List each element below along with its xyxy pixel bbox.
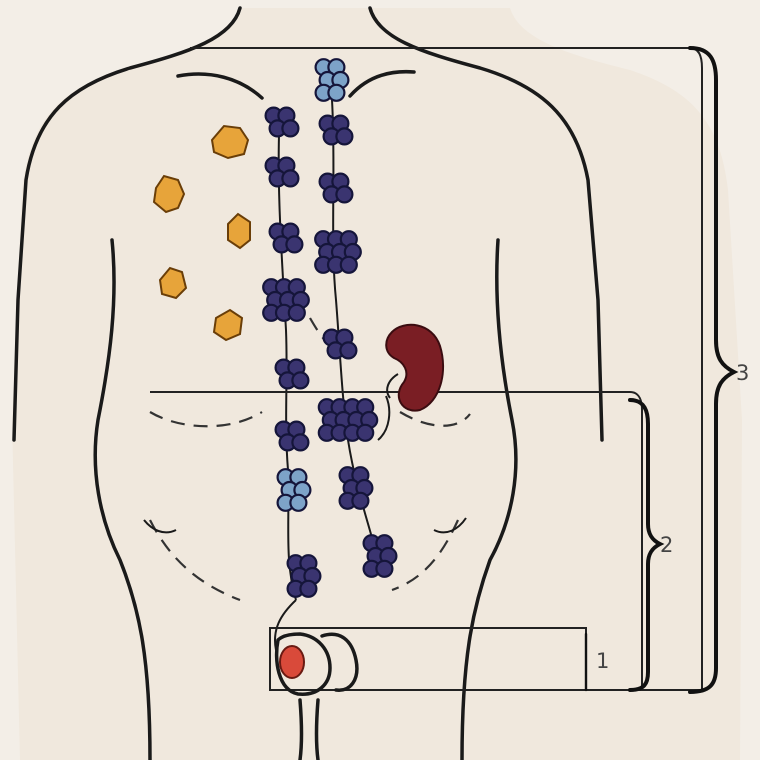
lymph-node-icon: [300, 581, 316, 597]
lymph-node-cluster: [320, 116, 353, 145]
lymph-node-icon: [352, 493, 368, 509]
lymph-node-cluster: [364, 535, 397, 577]
lymph-node-cluster: [278, 469, 311, 511]
lymph-node-icon: [376, 561, 392, 577]
lymph-node-cluster: [320, 174, 353, 203]
lymph-node-cluster: [266, 158, 299, 187]
lymph-node-icon: [289, 305, 305, 321]
lymph-node-icon: [292, 434, 308, 450]
lymph-node-cluster: [270, 224, 303, 253]
lymph-node-cluster: [276, 422, 309, 451]
lymph-node-cluster: [319, 399, 377, 441]
lymph-node-cluster: [340, 467, 373, 509]
lymph-node-icon: [292, 372, 308, 388]
lymph-node-icon: [286, 236, 302, 252]
lymph-node-cluster: [288, 555, 321, 597]
lymph-node-icon: [282, 170, 298, 186]
region-3-label: 3: [736, 361, 749, 385]
lymph-node-icon: [357, 425, 373, 441]
lymph-node-icon: [341, 257, 357, 273]
lymph-node-icon: [282, 120, 298, 136]
lymph-node-icon: [290, 495, 306, 511]
lymph-node-cluster: [276, 360, 309, 389]
region-2-label: 2: [660, 533, 673, 557]
lymph-node-icon: [336, 128, 352, 144]
lymph-node-icon: [340, 342, 356, 358]
lymph-node-cluster: [263, 279, 309, 321]
primary-tumor-icon: [280, 646, 304, 678]
torso-fill: [12, 8, 742, 760]
lymph-node-cluster: [316, 59, 349, 101]
lymph-node-icon: [328, 85, 344, 101]
lymph-node-cluster: [324, 330, 357, 359]
lymph-node-cluster: [315, 231, 361, 273]
lymph-node-cluster: [266, 108, 299, 137]
lymph-node-icon: [336, 186, 352, 202]
region-1-label: 1: [596, 649, 609, 673]
